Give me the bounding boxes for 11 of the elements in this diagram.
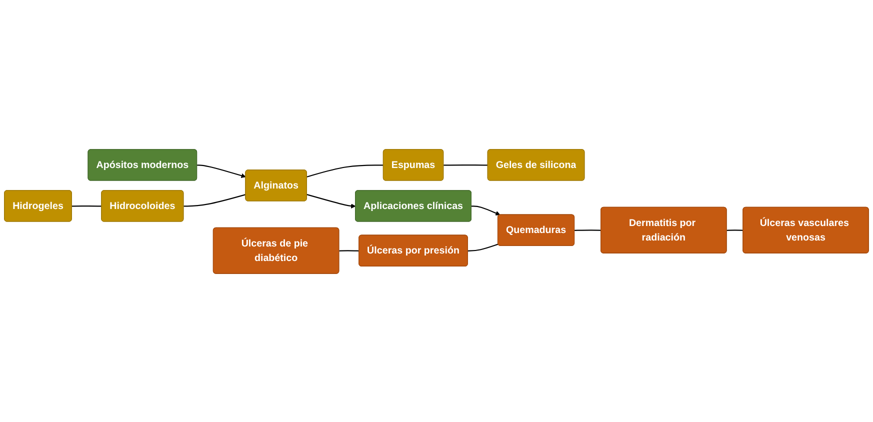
connector — [72, 205, 102, 206]
connector — [726, 229, 744, 230]
connector — [184, 194, 246, 206]
connector — [574, 229, 602, 230]
connector — [444, 164, 488, 166]
arrow — [471, 205, 500, 215]
arrow — [306, 194, 356, 208]
connector — [339, 250, 360, 251]
arrow — [197, 164, 246, 178]
connector — [306, 164, 384, 177]
connector — [468, 243, 498, 251]
